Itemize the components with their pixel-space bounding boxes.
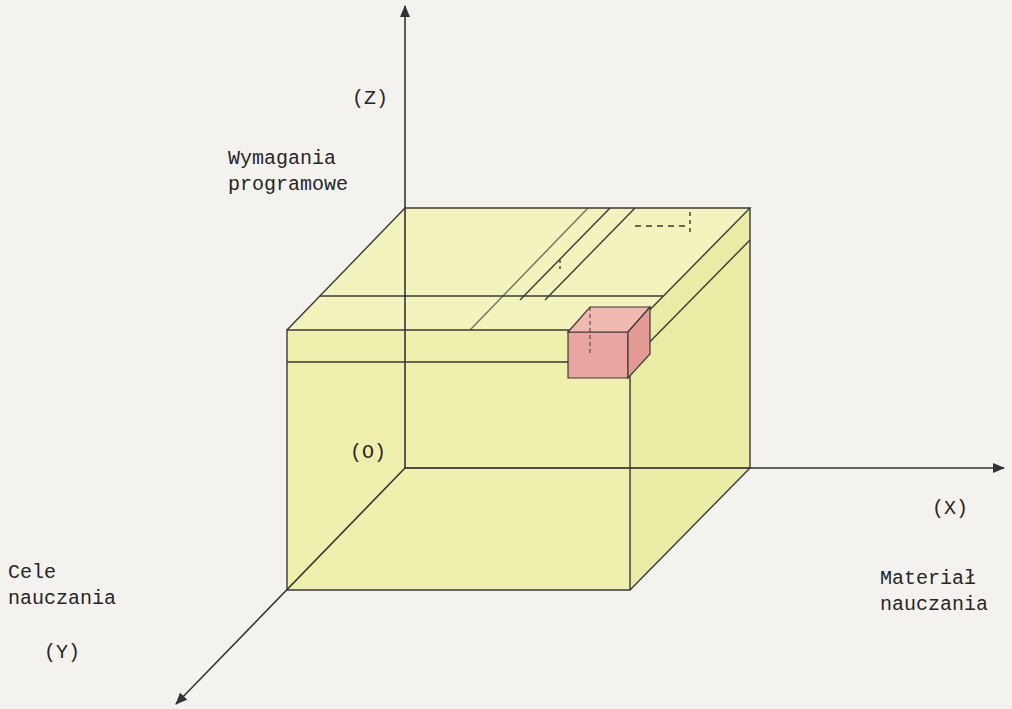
axis-label: Cele nauczania [8,560,138,612]
axis-label: (O) [350,440,386,466]
highlighted-cell [568,307,650,378]
axis-label: (Z) [352,86,388,112]
axes [176,6,1004,704]
axis-label: Wymagania programowe [228,146,378,198]
cube-faces [287,208,750,590]
axis-label: (Y) [44,640,80,666]
cube-edges [287,208,750,590]
axis-label: (X) [932,496,968,522]
axis-label: Materiał nauczania [880,566,1004,618]
